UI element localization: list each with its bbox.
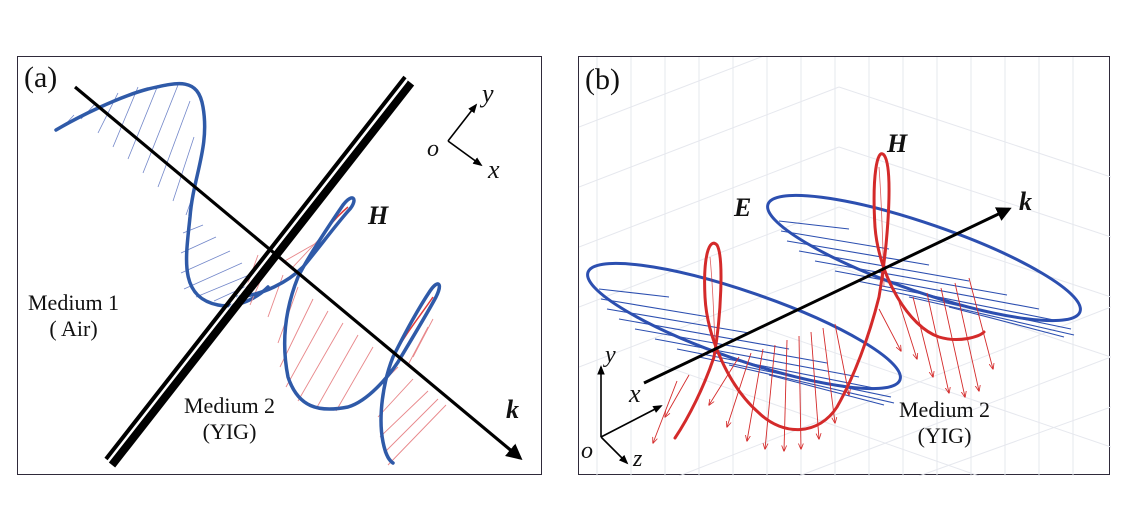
axis-indicator <box>597 365 663 465</box>
wave-vector-k-arrow <box>643 207 1012 385</box>
axis-y-label: y <box>482 79 494 108</box>
axis-z-label: z <box>633 446 643 472</box>
wave-vector-k-label: k <box>1019 187 1032 216</box>
medium-2-name: Medium 2 <box>184 393 276 418</box>
axis-origin-label: o <box>581 438 593 464</box>
panel-a: (a) Medium 1 ( Air) Medium 2 (YIG) H k o… <box>17 56 542 475</box>
h-field-yig-curve <box>236 196 442 465</box>
e-field-label: E <box>734 193 752 222</box>
medium-2-name: Medium 2 <box>899 397 991 422</box>
wave-vector-k-arrow <box>73 85 523 461</box>
medium-2-label: Medium 2 (YIG) <box>184 395 275 443</box>
e-field-ellipse-1 <box>586 261 902 406</box>
axis-origin-label: o <box>427 136 439 162</box>
panel-a-letter: (a) <box>24 61 58 94</box>
medium-1-name: Medium 1 <box>28 290 120 315</box>
panel-b-diagram <box>579 57 1111 476</box>
h-field-arrows <box>653 277 993 451</box>
h-field-label: H <box>368 201 389 230</box>
h-field-curve <box>673 152 986 440</box>
panel-b: (b) E H k Medium 2 (YIG) y x o z <box>578 56 1111 476</box>
h-field-yig-arrows <box>242 234 447 466</box>
panel-a-diagram <box>54 75 523 468</box>
panel-b-letter: (b) <box>585 63 620 96</box>
axis-y-label: y <box>605 342 616 368</box>
medium-2-label: Medium 2 (YIG) <box>899 399 990 447</box>
medium-2-material: (YIG) <box>202 419 257 444</box>
e-field-ellipse-2 <box>766 193 1082 338</box>
medium-1-material: ( Air) <box>49 316 98 341</box>
medium-2-material: (YIG) <box>917 423 972 448</box>
interface-line <box>104 75 415 468</box>
axis-x-label: x <box>488 155 500 184</box>
h-field-label: H <box>887 129 908 158</box>
axis-indicator <box>447 103 483 167</box>
wave-vector-k-label: k <box>506 395 519 424</box>
axis-x-label: x <box>629 379 641 408</box>
h-field-air-curve <box>54 81 270 308</box>
medium-1-label: Medium 1 ( Air) <box>28 292 119 340</box>
h-field-air-wave <box>62 84 263 302</box>
